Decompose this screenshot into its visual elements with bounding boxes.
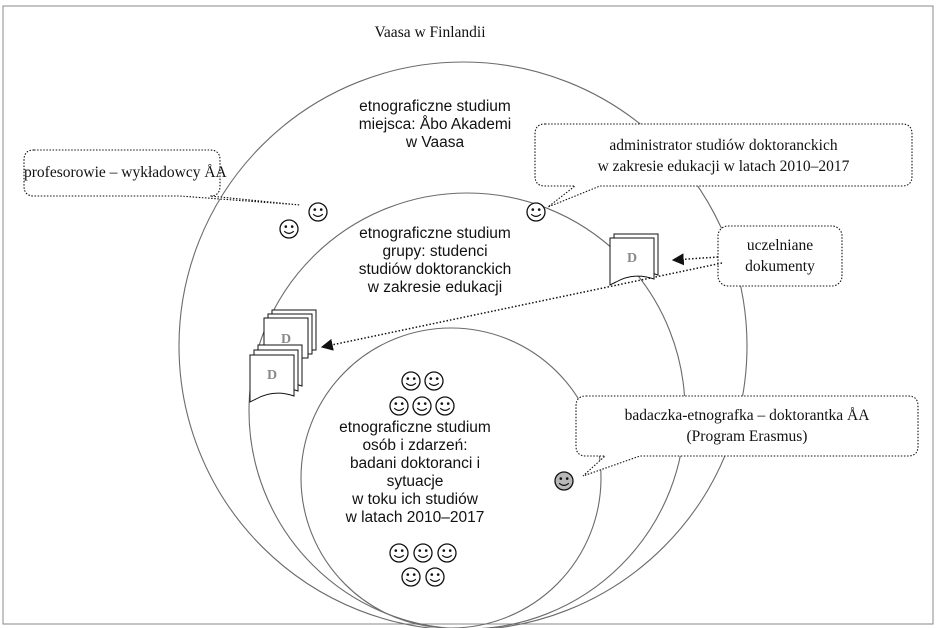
middle-circle-label-line: grupy: studenci bbox=[382, 243, 488, 260]
administrator-smiley-icon bbox=[526, 202, 546, 222]
callout-researcher-line: (Program Erasmus) bbox=[686, 428, 808, 445]
inner-circle-label-line: w latach 2010–2017 bbox=[345, 509, 485, 526]
callout-professors-text: profesorowie – wykładowcy ÅA bbox=[24, 162, 227, 183]
callout-researcher-line: badaczka-etnografka – doktorantka ÅA bbox=[624, 407, 870, 424]
doctoral-student-smiley-icon bbox=[401, 567, 421, 587]
inner-circle-label-line: badani doktoranci i bbox=[349, 455, 481, 472]
professor-smiley-icon bbox=[308, 202, 328, 222]
middle-circle-label-line: studiów doktoranckich bbox=[358, 261, 512, 278]
document-stack-bottom-letter: D bbox=[267, 368, 277, 383]
callout-documents-text: uczelniane dokumenty bbox=[718, 235, 842, 277]
doctoral-student-smiley-icon bbox=[389, 543, 409, 563]
doctoral-student-smiley-icon bbox=[435, 396, 455, 416]
outer-circle-label-line: etnograficzne studium bbox=[359, 98, 511, 115]
diagram-title: Vaasa w Finlandii bbox=[374, 24, 486, 41]
callout-administrator-line: w zakresie edukacji w latach 2010–2017 bbox=[597, 158, 850, 175]
outer-circle-place bbox=[178, 61, 748, 628]
outer-circle-label: etnograficzne studium miejsca: Åbo Akade… bbox=[315, 98, 555, 152]
document-stack-icon-bottom: D bbox=[249, 344, 303, 403]
professor-smiley-icon bbox=[279, 219, 299, 239]
callout-documents-line: dokumenty bbox=[745, 258, 815, 275]
outer-circle-label-line: miejsca: Åbo Akademi bbox=[358, 116, 512, 133]
inner-circle-label-line: osób i zdarzeń: bbox=[362, 437, 468, 454]
doctoral-student-smiley-icon bbox=[389, 396, 409, 416]
doctoral-student-smiley-icon bbox=[437, 543, 457, 563]
doctoral-student-smiley-icon bbox=[424, 371, 444, 391]
callout-professors-line: profesorowie – wykładowcy ÅA bbox=[24, 164, 227, 181]
callout-researcher-text: badaczka-etnografka – doktorantka ÅA (Pr… bbox=[576, 405, 918, 447]
doctoral-student-smiley-icon bbox=[425, 567, 445, 587]
callout-administrator-text: administrator studiów doktoranckich w za… bbox=[535, 135, 912, 177]
arrow-documents-to-single-doc bbox=[671, 253, 719, 266]
arrow-documents-to-doc-stack bbox=[320, 262, 723, 351]
callout-administrator-line: administrator studiów doktoranckich bbox=[609, 137, 838, 154]
middle-circle-label-line: w zakresie edukacji bbox=[367, 279, 503, 296]
inner-circle-label: etnograficzne studium osób i zdarzeń: ba… bbox=[300, 419, 530, 527]
inner-circle-label-line: w toku ich studiów bbox=[352, 491, 478, 508]
inner-circle-label-line: sytuacje bbox=[386, 473, 444, 490]
callout-administrator-bubble bbox=[534, 123, 913, 208]
outer-circle-label-line: w Vaasa bbox=[405, 134, 465, 151]
document-icon-letter: D bbox=[627, 251, 637, 266]
middle-circle-label: etnograficzne studium grupy: studenci st… bbox=[310, 225, 560, 297]
diagram-frame bbox=[2, 5, 934, 625]
callout-documents-line: uczelniane bbox=[746, 237, 814, 254]
doctoral-student-smiley-icon bbox=[412, 396, 432, 416]
inner-circle-persons bbox=[300, 327, 602, 628]
doctoral-student-smiley-icon bbox=[413, 543, 433, 563]
researcher-smiley-icon bbox=[554, 471, 574, 491]
callout-documents-bubble bbox=[717, 225, 843, 287]
doctoral-student-smiley-icon bbox=[401, 371, 421, 391]
callout-professors-bubble bbox=[23, 149, 301, 206]
document-icon: D bbox=[609, 233, 659, 286]
document-stack-top-letter: D bbox=[281, 332, 291, 347]
inner-circle-label-line: etnograficzne studium bbox=[339, 419, 491, 436]
middle-circle-label-line: etnograficzne studium bbox=[359, 225, 511, 242]
callout-researcher-bubble bbox=[575, 395, 919, 477]
